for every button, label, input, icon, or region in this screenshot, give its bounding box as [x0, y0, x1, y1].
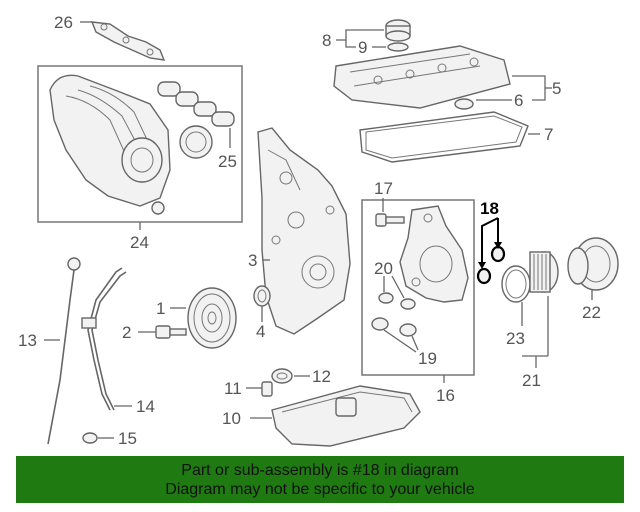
valve-cover-gasket-7: [359, 111, 529, 163]
oil-pump-16: [399, 205, 469, 303]
callout-13[interactable]: 13: [18, 331, 37, 350]
oil-filler-cap-8: [385, 19, 411, 42]
callout-9[interactable]: 9: [358, 38, 367, 57]
callout-17[interactable]: 17: [374, 179, 393, 198]
callout-8[interactable]: 8: [322, 31, 331, 50]
callout-23[interactable]: 23: [506, 329, 525, 348]
callout-3[interactable]: 3: [248, 251, 257, 270]
filter-cap-22: [567, 237, 619, 291]
info-banner: Part or sub-assembly is #18 in diagram D…: [16, 456, 624, 503]
seals-19: [371, 317, 417, 337]
bolt-17: [375, 213, 405, 227]
callout-25[interactable]: 25: [218, 152, 237, 171]
banner-line-1: Part or sub-assembly is #18 in diagram: [181, 462, 459, 479]
callout-21[interactable]: 21: [522, 371, 541, 390]
dipstick-tube-14: [81, 267, 127, 411]
o-rings-20: [378, 292, 416, 310]
callout-22[interactable]: 22: [582, 303, 601, 322]
callout-26[interactable]: 26: [54, 13, 73, 32]
pulley-bolt-2: [155, 325, 187, 339]
callout-5[interactable]: 5: [552, 79, 561, 98]
callout-2[interactable]: 2: [122, 323, 131, 342]
oil-pump-group-box: [361, 199, 475, 376]
callout-19[interactable]: 19: [418, 349, 437, 368]
intake-gaskets-25: [157, 81, 235, 159]
callout-10[interactable]: 10: [222, 409, 241, 428]
o-ring-15: [82, 432, 98, 444]
camshaft-seal-6: [454, 98, 474, 110]
manifold-gasket-26: [90, 21, 166, 61]
front-seal-4: [253, 285, 271, 307]
callout-11[interactable]: 11: [224, 379, 242, 398]
filter-gasket-23: [501, 265, 531, 303]
filter-element: [529, 251, 559, 293]
callout-15[interactable]: 15: [118, 429, 137, 448]
callout-18[interactable]: 18: [480, 199, 499, 218]
cap-gasket-9: [387, 42, 409, 52]
callout-6[interactable]: 6: [514, 91, 523, 110]
banner-line-2: Diagram may not be specific to your vehi…: [165, 481, 475, 498]
callout-24[interactable]: 24: [130, 233, 149, 252]
callout-16[interactable]: 16: [436, 386, 455, 405]
intake-manifold-24: [49, 74, 171, 215]
timing-cover-3: [257, 127, 351, 335]
callout-14[interactable]: 14: [136, 397, 155, 416]
crankshaft-pulley-1: [187, 287, 237, 349]
dipstick-13: [47, 257, 81, 445]
drain-gasket-12: [271, 368, 293, 384]
callout-7[interactable]: 7: [544, 125, 553, 144]
parts-diagram: 26 25 24 8 9 5: [18, 13, 619, 448]
callout-20[interactable]: 20: [374, 259, 393, 278]
callout-12[interactable]: 12: [312, 367, 331, 386]
oil-pan-10: [271, 385, 421, 447]
callout-4[interactable]: 4: [256, 322, 265, 341]
callout-1[interactable]: 1: [156, 299, 165, 318]
valve-cover-5: [333, 45, 511, 109]
drain-plug-11: [261, 381, 273, 397]
